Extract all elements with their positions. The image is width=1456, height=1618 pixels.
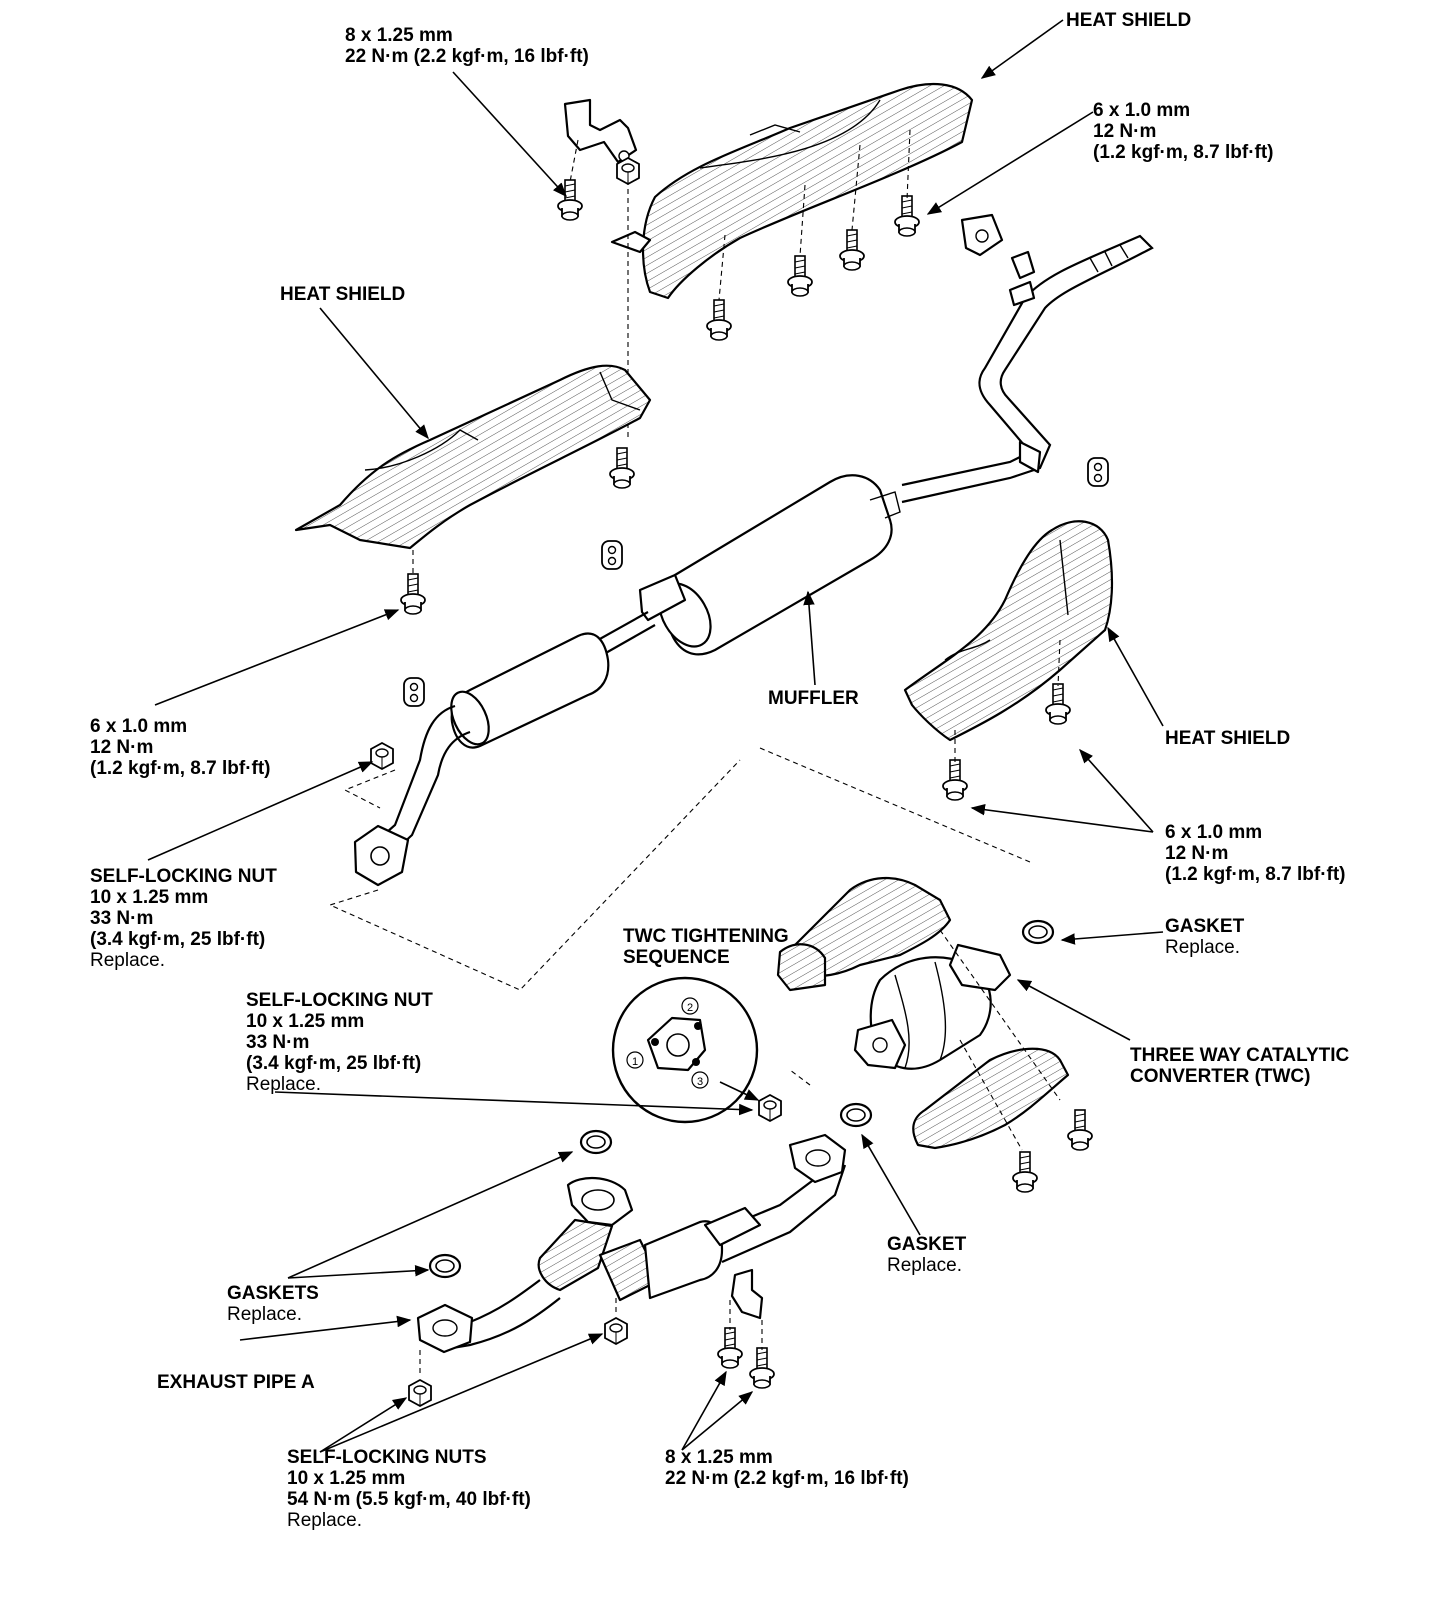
hanger-left	[403, 677, 425, 707]
seq-number-2: 2	[687, 1002, 693, 1014]
bolt-middle-shield-right	[609, 447, 635, 489]
bolt-bottom-2	[749, 1347, 775, 1389]
label-bolt-right-middle: 6 x 1.0 mm 12 N·m (1.2 kgf·m, 8.7 lbf·ft…	[1165, 822, 1346, 885]
label-heat-shield-right: HEAT SHIELD	[1165, 728, 1291, 749]
tail-pipe	[901, 234, 1154, 504]
label-muffler: MUFFLER	[768, 688, 859, 709]
bolt-middle-shield-left	[400, 573, 426, 615]
seq-number-3: 3	[697, 1076, 703, 1088]
gasket-upper	[579, 1129, 613, 1155]
label-heat-shield-middle: HEAT SHIELD	[280, 284, 406, 305]
label-self-locking-nuts: SELF-LOCKING NUTS 10 x 1.25 mm 54 N·m (5…	[287, 1447, 531, 1531]
label-exhaust-pipe-a: EXHAUST PIPE A	[157, 1372, 315, 1393]
twc-sequence-diagram	[611, 976, 759, 1124]
label-bolt-left-middle: 6 x 1.0 mm 12 N·m (1.2 kgf·m, 8.7 lbf·ft…	[90, 716, 271, 779]
label-twc-tightening-sequence: TWC TIGHTENING SEQUENCE	[623, 926, 789, 968]
bolt-twc-2	[1012, 1151, 1038, 1193]
three-way-catalytic-converter	[853, 943, 1012, 1070]
gasket-lower	[428, 1253, 462, 1279]
label-heat-shield-top: HEAT SHIELD	[1066, 10, 1192, 31]
hanger-right	[1087, 457, 1109, 487]
label-gasket-center: GASKET Replace.	[887, 1234, 967, 1276]
front-pipe	[353, 704, 471, 887]
gasket-center	[839, 1102, 873, 1128]
rubber-mount-top	[960, 213, 1004, 257]
label-bolt-top-right: 6 x 1.0 mm 12 N·m (1.2 kgf·m, 8.7 lbf·ft…	[1093, 100, 1274, 163]
hanger-middle	[601, 540, 623, 570]
nut-exhaust-pipe-2	[408, 1379, 432, 1407]
resonator	[450, 611, 656, 749]
nut-exhaust-pipe-1	[604, 1317, 628, 1345]
hanger-clip-top	[1010, 250, 1036, 280]
bolt-top-right-4	[706, 299, 732, 341]
label-self-locking-nut-center: SELF-LOCKING NUT 10 x 1.25 mm 33 N·m (3.…	[246, 990, 433, 1095]
twc-upper-shield	[776, 876, 952, 992]
twc-lower-shield	[912, 1047, 1070, 1150]
bolt-right-shield-1	[1045, 683, 1071, 725]
bolt-right-shield-2	[942, 759, 968, 801]
label-gasket-right: GASKET Replace.	[1165, 916, 1245, 958]
bracket-bottom	[730, 1268, 764, 1320]
label-gaskets: GASKETS Replace.	[227, 1283, 319, 1325]
heat-shield-right	[903, 520, 1114, 742]
bolt-top-right-3	[787, 255, 813, 297]
bolt-bottom-1	[717, 1327, 743, 1369]
leader-lines	[147, 19, 1164, 1453]
self-locking-nut-center	[758, 1094, 782, 1122]
label-bolt-bottom: 8 x 1.25 mm 22 N·m (2.2 kgf·m, 16 lbf·ft…	[665, 1447, 909, 1489]
label-three-way-catalytic-converter: THREE WAY CATALYTIC CONVERTER (TWC)	[1130, 1045, 1350, 1087]
heat-shield-top	[610, 82, 974, 300]
bolt-top-left-1	[557, 179, 583, 221]
heat-shield-middle	[294, 364, 652, 550]
self-locking-nut-left	[370, 742, 394, 770]
gasket-right	[1021, 919, 1055, 945]
seq-number-1: 1	[632, 1056, 638, 1068]
exhaust-pipe-a	[416, 1133, 847, 1354]
bolt-twc-1	[1067, 1109, 1093, 1151]
bolt-top-right-1	[894, 195, 920, 237]
bolt-top-right-2	[839, 229, 865, 271]
label-bolt-top-left: 8 x 1.25 mm 22 N·m (2.2 kgf·m, 16 lbf·ft…	[345, 25, 589, 67]
label-self-locking-nut-left: SELF-LOCKING NUT 10 x 1.25 mm 33 N·m (3.…	[90, 866, 277, 971]
muffler	[638, 474, 901, 656]
